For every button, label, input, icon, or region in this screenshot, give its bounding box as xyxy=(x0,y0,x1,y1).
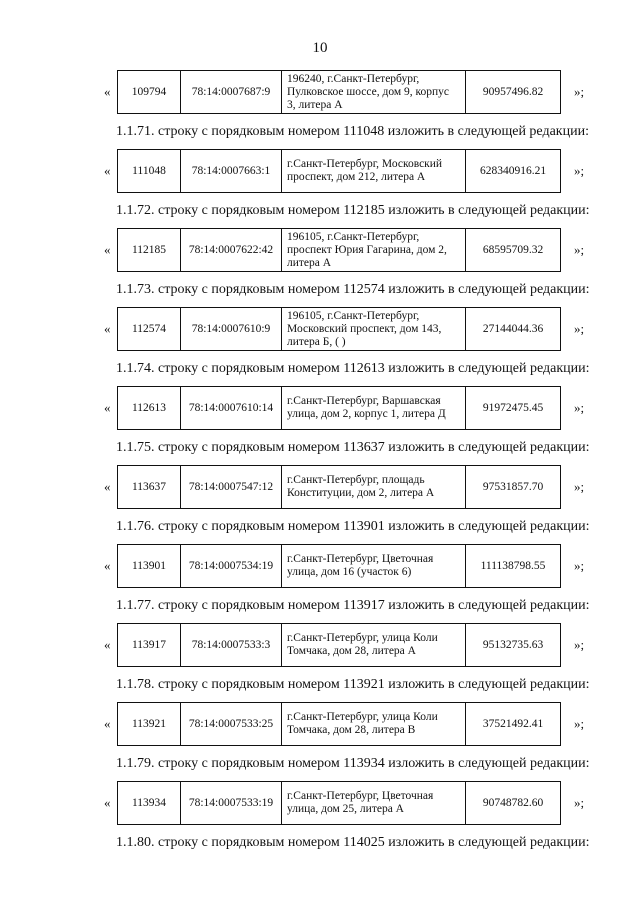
record-row: « 112613 78:14:0007610:14 г.Санкт-Петерб… xyxy=(0,386,640,430)
open-quote: « xyxy=(104,716,111,731)
open-quote: « xyxy=(104,637,111,652)
instruction-paragraph: 1.1.78. строку с порядковым номером 1139… xyxy=(116,677,590,692)
open-quote: « xyxy=(104,242,111,257)
value-cell: 111138798.55 xyxy=(465,544,561,588)
value-cell: 628340916.21 xyxy=(465,149,561,193)
open-quote: « xyxy=(104,479,111,494)
close-quote: »; xyxy=(574,716,585,731)
instruction-paragraph: 1.1.77. строку с порядковым номером 1139… xyxy=(116,598,590,613)
record-table: 113921 78:14:0007533:25 г.Санкт-Петербур… xyxy=(117,702,561,746)
cadastral-number-cell: 78:14:0007610:9 xyxy=(180,307,282,351)
record-row: « 113921 78:14:0007533:25 г.Санкт-Петерб… xyxy=(0,702,640,746)
record-number-cell: 111048 xyxy=(117,149,181,193)
record-number-cell: 113921 xyxy=(117,702,181,746)
record-number-cell: 112613 xyxy=(117,386,181,430)
record-table: 112613 78:14:0007610:14 г.Санкт-Петербур… xyxy=(117,386,561,430)
address-cell: 196105, г.Санкт-Петербург, проспект Юрия… xyxy=(281,228,466,272)
record-number-cell: 113934 xyxy=(117,781,181,825)
address-cell: г.Санкт-Петербург, площадь Конституции, … xyxy=(281,465,466,509)
record-row: « 113917 78:14:0007533:3 г.Санкт-Петербу… xyxy=(0,623,640,667)
record-row: « 112185 78:14:0007622:42 196105, г.Санк… xyxy=(0,228,640,272)
close-quote: »; xyxy=(574,163,585,178)
cadastral-number-cell: 78:14:0007533:19 xyxy=(180,781,282,825)
instruction-paragraph: 1.1.74. строку с порядковым номером 1126… xyxy=(116,361,590,376)
record-row: « 111048 78:14:0007663:1 г.Санкт-Петербу… xyxy=(0,149,640,193)
record-number-cell: 113901 xyxy=(117,544,181,588)
value-cell: 68595709.32 xyxy=(465,228,561,272)
open-quote: « xyxy=(104,84,111,99)
record-number-cell: 112574 xyxy=(117,307,181,351)
instruction-paragraph: 1.1.80. строку с порядковым номером 1140… xyxy=(116,835,590,850)
address-cell: г.Санкт-Петербург, улица Коли Томчака, д… xyxy=(281,702,466,746)
value-cell: 95132735.63 xyxy=(465,623,561,667)
record-number-cell: 112185 xyxy=(117,228,181,272)
open-quote: « xyxy=(104,163,111,178)
value-cell: 91972475.45 xyxy=(465,386,561,430)
value-cell: 27144044.36 xyxy=(465,307,561,351)
address-cell: г.Санкт-Петербург, Московский проспект, … xyxy=(281,149,466,193)
record-table: 113917 78:14:0007533:3 г.Санкт-Петербург… xyxy=(117,623,561,667)
cadastral-number-cell: 78:14:0007533:25 xyxy=(180,702,282,746)
address-cell: г.Санкт-Петербург, Цветочная улица, дом … xyxy=(281,781,466,825)
record-row: « 113637 78:14:0007547:12 г.Санкт-Петерб… xyxy=(0,465,640,509)
address-cell: г.Санкт-Петербург, улица Коли Томчака, д… xyxy=(281,623,466,667)
value-cell: 37521492.41 xyxy=(465,702,561,746)
document-body: « 109794 78:14:0007687:9 196240, г.Санкт… xyxy=(0,70,640,860)
record-number-cell: 113637 xyxy=(117,465,181,509)
value-cell: 90748782.60 xyxy=(465,781,561,825)
instruction-paragraph: 1.1.72. строку с порядковым номером 1121… xyxy=(116,203,590,218)
record-row: « 113934 78:14:0007533:19 г.Санкт-Петерб… xyxy=(0,781,640,825)
close-quote: »; xyxy=(574,558,585,573)
cadastral-number-cell: 78:14:0007687:9 xyxy=(180,70,282,114)
instruction-paragraph: 1.1.71. строку с порядковым номером 1110… xyxy=(116,124,589,139)
instruction-paragraph: 1.1.75. строку с порядковым номером 1136… xyxy=(116,440,590,455)
close-quote: »; xyxy=(574,242,585,257)
record-table: 111048 78:14:0007663:1 г.Санкт-Петербург… xyxy=(117,149,561,193)
instruction-paragraph: 1.1.76. строку с порядковым номером 1139… xyxy=(116,519,590,534)
page-number: 10 xyxy=(312,40,328,56)
close-quote: »; xyxy=(574,84,585,99)
close-quote: »; xyxy=(574,795,585,810)
cadastral-number-cell: 78:14:0007534:19 xyxy=(180,544,282,588)
close-quote: »; xyxy=(574,479,585,494)
cadastral-number-cell: 78:14:0007622:42 xyxy=(180,228,282,272)
close-quote: »; xyxy=(574,400,585,415)
record-row: « 113901 78:14:0007534:19 г.Санкт-Петерб… xyxy=(0,544,640,588)
open-quote: « xyxy=(104,321,111,336)
record-row: « 109794 78:14:0007687:9 196240, г.Санкт… xyxy=(0,70,640,114)
cadastral-number-cell: 78:14:0007547:12 xyxy=(180,465,282,509)
address-cell: г.Санкт-Петербург, Цветочная улица, дом … xyxy=(281,544,466,588)
record-table: 112574 78:14:0007610:9 196105, г.Санкт-П… xyxy=(117,307,561,351)
record-number-cell: 109794 xyxy=(117,70,181,114)
open-quote: « xyxy=(104,795,111,810)
record-table: 113934 78:14:0007533:19 г.Санкт-Петербур… xyxy=(117,781,561,825)
record-number-cell: 113917 xyxy=(117,623,181,667)
record-table: 112185 78:14:0007622:42 196105, г.Санкт-… xyxy=(117,228,561,272)
close-quote: »; xyxy=(574,637,585,652)
instruction-paragraph: 1.1.79. строку с порядковым номером 1139… xyxy=(116,756,590,771)
instruction-paragraph: 1.1.73. строку с порядковым номером 1125… xyxy=(116,282,590,297)
record-table: 113901 78:14:0007534:19 г.Санкт-Петербур… xyxy=(117,544,561,588)
open-quote: « xyxy=(104,400,111,415)
open-quote: « xyxy=(104,558,111,573)
record-table: 109794 78:14:0007687:9 196240, г.Санкт-П… xyxy=(117,70,561,114)
cadastral-number-cell: 78:14:0007610:14 xyxy=(180,386,282,430)
address-cell: 196240, г.Санкт-Петербург, Пулковское шо… xyxy=(281,70,466,114)
record-row: « 112574 78:14:0007610:9 196105, г.Санкт… xyxy=(0,307,640,351)
address-cell: 196105, г.Санкт-Петербург, Московский пр… xyxy=(281,307,466,351)
close-quote: »; xyxy=(574,321,585,336)
cadastral-number-cell: 78:14:0007533:3 xyxy=(180,623,282,667)
record-table: 113637 78:14:0007547:12 г.Санкт-Петербур… xyxy=(117,465,561,509)
cadastral-number-cell: 78:14:0007663:1 xyxy=(180,149,282,193)
value-cell: 90957496.82 xyxy=(465,70,561,114)
value-cell: 97531857.70 xyxy=(465,465,561,509)
address-cell: г.Санкт-Петербург, Варшавская улица, дом… xyxy=(281,386,466,430)
